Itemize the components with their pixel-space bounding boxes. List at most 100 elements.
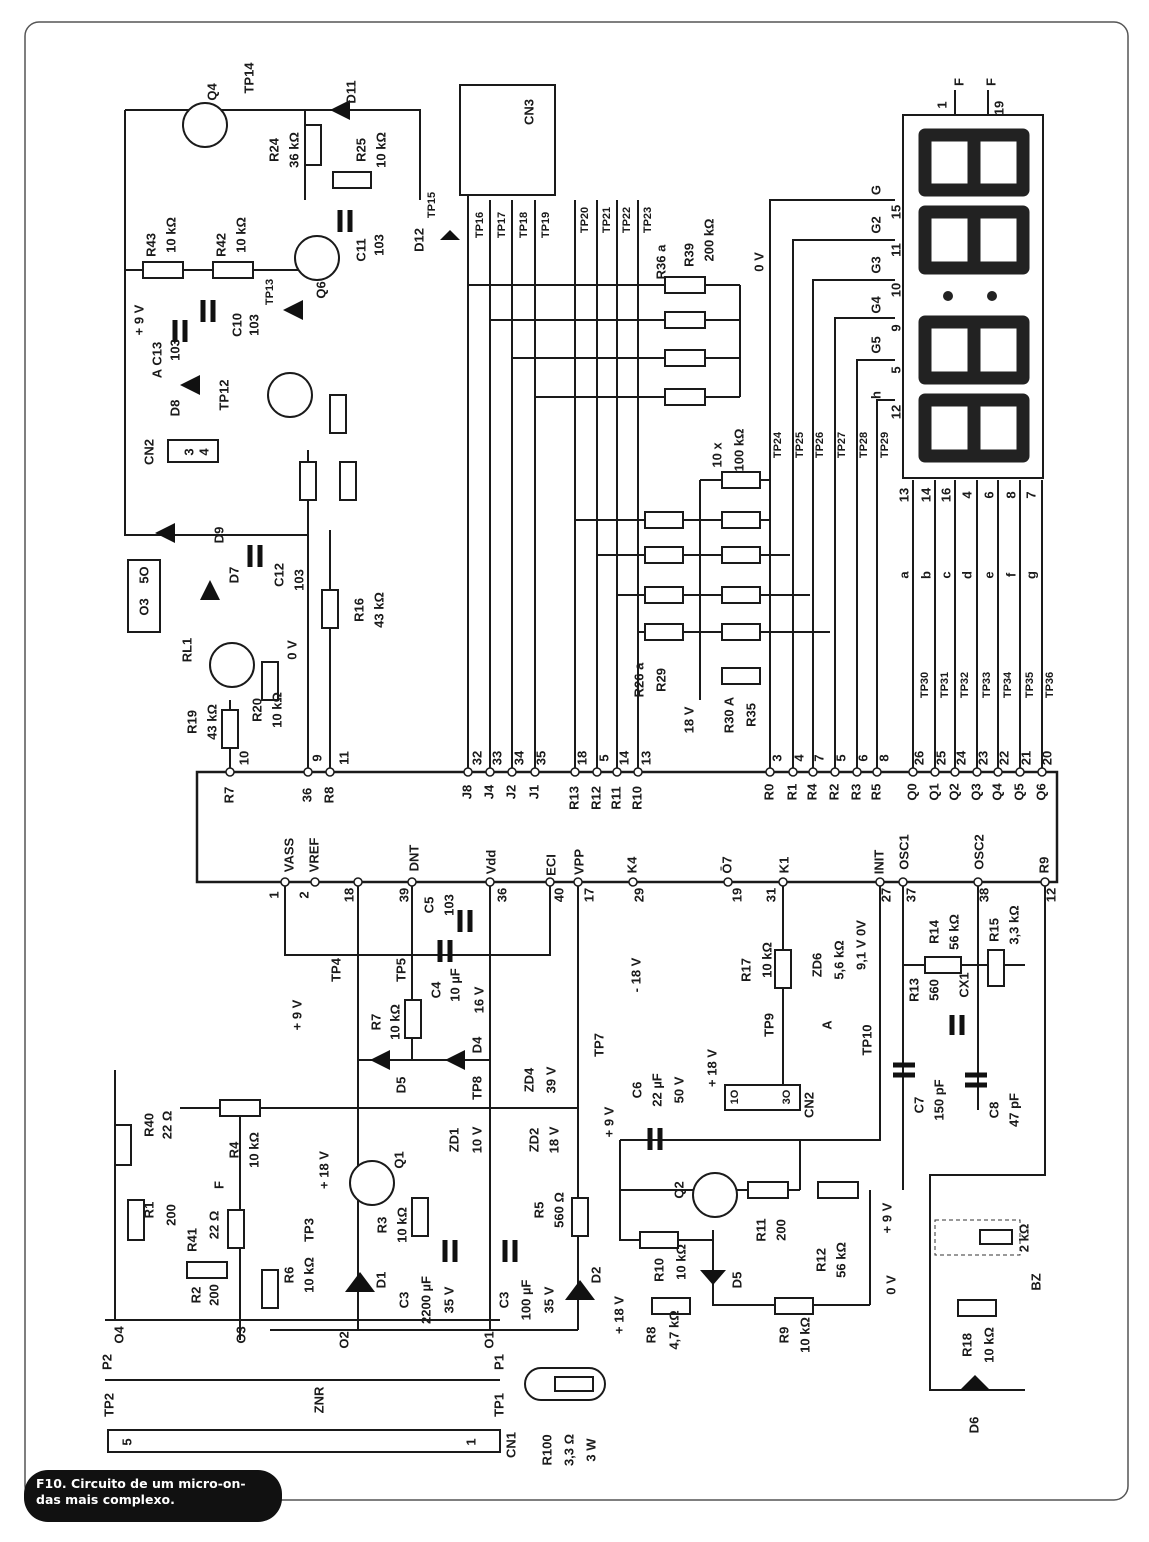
label-tp3: TP3	[301, 1218, 316, 1242]
label-r43-value: 10 kΩ	[163, 217, 178, 253]
label-tp20: TP20	[579, 207, 591, 233]
filament-pin: 19	[991, 101, 1006, 115]
segment-name: d	[959, 571, 974, 579]
label-r24: R24	[266, 137, 281, 162]
segment-pin: 4	[959, 491, 974, 499]
pin-number: 17	[581, 888, 596, 902]
label-tp16: TP16	[474, 212, 486, 238]
pin-label: Q6	[1033, 783, 1048, 800]
filament-label: F	[983, 78, 998, 86]
segment-name: e	[981, 571, 996, 578]
label-10x-value: 100 kΩ	[731, 429, 746, 472]
pin-number: 9	[309, 754, 324, 761]
pin-label: Q1	[926, 783, 941, 800]
ic-pin: R3 6	[848, 754, 870, 800]
label-zd1: ZD1	[446, 1128, 461, 1153]
label-tp36: TP36	[1044, 672, 1056, 698]
label-r18: R18	[959, 1333, 974, 1357]
grid-pin: 5	[888, 366, 903, 373]
label-r8-value: 4,7 kΩ	[666, 1310, 681, 1349]
label-c11: C11	[353, 238, 368, 261]
label-r14: R14	[926, 919, 941, 944]
label-d9: D9	[211, 527, 226, 544]
pin-number: 22	[996, 751, 1011, 765]
label-r15-value: 3,3 kΩ	[1006, 905, 1021, 944]
pin-label: R0	[761, 784, 776, 801]
pin-number: 7	[811, 754, 826, 761]
label-r10-value: 10 kΩ	[673, 1244, 688, 1280]
label-r16-value: 43 kΩ	[371, 592, 386, 628]
label-c12: C12	[271, 563, 286, 587]
label-plus-18v-b: + 18 V	[704, 1049, 719, 1087]
label-tp17: TP17	[496, 212, 508, 238]
pin-label: J2	[503, 785, 518, 799]
pin-label: R4	[804, 783, 819, 800]
segment-pin: 14	[918, 487, 933, 502]
label-r25-value: 10 kΩ	[373, 132, 388, 168]
label-plus-9v: + 9 V	[131, 304, 146, 335]
label-zd2: ZD2	[526, 1128, 541, 1153]
pin-label: R3	[848, 784, 863, 801]
label-zd6-value: 5,6 kΩ	[831, 940, 846, 979]
label-c3-value: 2200 µF	[418, 1276, 433, 1324]
power-supply-labels: TP4 TP5 + 9 V R7 10 kΩ C4 10 µF 16 V C5 …	[99, 894, 643, 1466]
label-o2: O2	[336, 1331, 351, 1348]
pin-number: 33	[489, 751, 504, 765]
label-zd6-voltage: 9,1 V 0V	[853, 920, 868, 970]
upper-middle-labels: CN3 TP15 TP16 TP17 TP18 TP19 TP20 TP21 T…	[411, 99, 890, 733]
label-r12-value: 56 kΩ	[833, 1242, 848, 1278]
ic-pin: R4 7	[804, 754, 826, 800]
label-d6: D6	[966, 1417, 981, 1434]
label-cn2-pin4: 4	[196, 448, 211, 456]
label-d4: D4	[469, 1036, 484, 1053]
label-cn2b-pin3: 3O	[781, 1089, 793, 1104]
label-tp2: TP2	[101, 1393, 116, 1417]
label-0v-top: 0 V	[751, 252, 766, 272]
diodes	[155, 100, 990, 1390]
pin-label: R1	[784, 784, 799, 801]
label-rl1: RL1	[179, 638, 194, 663]
pin-number: 23	[975, 751, 990, 765]
label-d2: D2	[588, 1267, 603, 1284]
label-tp25: TP25	[794, 432, 806, 458]
label-a: A	[819, 1020, 834, 1030]
capacitors	[172, 210, 987, 1262]
label-p2: P2	[99, 1354, 114, 1370]
label-cn1-pin5: 5	[119, 1438, 134, 1445]
colon-dot	[943, 291, 953, 301]
pin-label: J4	[481, 784, 496, 799]
label-c4-voltage: 16 V	[471, 986, 486, 1013]
label-r5: R5	[531, 1202, 546, 1219]
label-r6: R6	[281, 1267, 296, 1284]
label-10x: 10 x	[709, 442, 724, 468]
label-r100-value: 3,3 Ω	[561, 1434, 576, 1466]
label-d12: D12	[411, 228, 426, 252]
label-tp30: TP30	[919, 672, 931, 698]
pin-number: 6	[855, 754, 870, 761]
label-r30a: R30 A	[721, 696, 736, 733]
label-cn2-pin3: 3	[181, 448, 196, 455]
label-tp5: TP5	[393, 958, 408, 982]
label-r12: R12	[813, 1248, 828, 1272]
pin-label: Ō7	[719, 856, 734, 873]
pin-number: 36	[494, 888, 509, 902]
label-plus-9v: + 9 V	[601, 1106, 616, 1137]
label-d7: D7	[226, 567, 241, 584]
label-r25: R25	[353, 138, 368, 162]
label-r9: R9	[776, 1327, 791, 1344]
label-tp8: TP8	[469, 1076, 484, 1100]
pin-number: 8	[876, 754, 891, 761]
pin-label: OSC1	[896, 834, 911, 869]
upper-left-labels: Q4 TP14 D11 R24 36 kΩ R25 10 kΩ R43 10 k…	[131, 62, 388, 740]
label-ac13: A C13	[149, 342, 164, 378]
pin-label: R12	[588, 786, 603, 810]
label-tp12: TP12	[216, 379, 231, 410]
